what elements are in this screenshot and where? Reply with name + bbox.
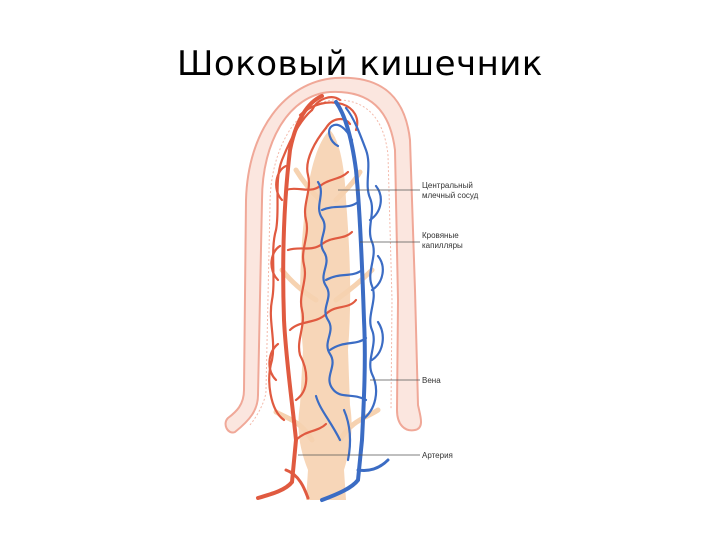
label-vein: Вена: [422, 376, 441, 385]
diagram-labels: Центральный млечный сосуд Кровяные капил…: [422, 181, 479, 460]
villus-epithelium-inner: [249, 99, 393, 426]
label-lacteal: Центральный млечный сосуд: [422, 181, 479, 200]
vein-trunk: [320, 100, 367, 502]
leader-lines: [298, 189, 420, 456]
epithelium-layer: [224, 76, 422, 434]
label-artery: Артерия: [422, 451, 453, 460]
villus-epithelium: [224, 76, 422, 434]
vein-network: [314, 100, 390, 502]
label-capillaries: Кровяные капилляры: [422, 231, 463, 250]
slide-title: Шоковый кишечник: [177, 44, 543, 84]
